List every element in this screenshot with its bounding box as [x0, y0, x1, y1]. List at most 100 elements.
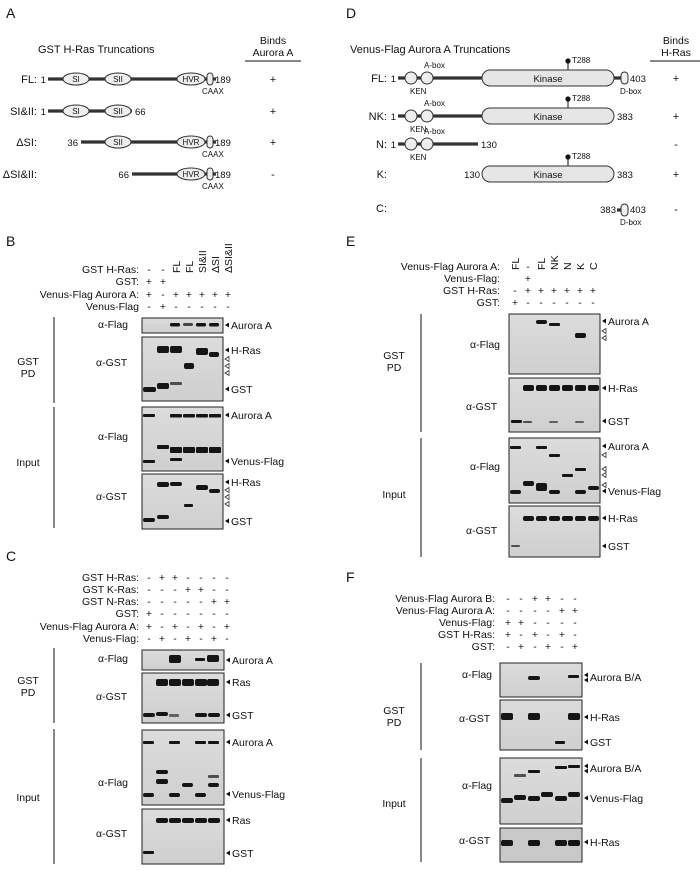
- band: [143, 414, 155, 417]
- domain-hvr: [176, 135, 206, 149]
- band: [536, 483, 547, 491]
- domain-si: [62, 72, 90, 86]
- cell: -: [160, 596, 164, 608]
- row-name: ΔSI&II:: [3, 169, 37, 181]
- arrow-icon: [225, 322, 229, 328]
- cell: -: [161, 289, 165, 301]
- arrow-icon: [226, 791, 230, 797]
- cell: -: [199, 608, 203, 620]
- cell: +: [172, 572, 178, 584]
- domain-si: [62, 104, 90, 118]
- row-name: K:: [377, 169, 387, 181]
- abox: [420, 109, 434, 123]
- cell: -: [147, 572, 151, 584]
- band: [196, 485, 208, 490]
- panel-c: C GST H-Ras: GST K-Ras: GST N-Ras: GST: …: [6, 548, 285, 865]
- band: [195, 741, 206, 744]
- band: [208, 775, 219, 778]
- lane-4: FL + -: [184, 261, 196, 313]
- cell: +: [572, 605, 578, 617]
- cell: -: [173, 633, 177, 645]
- cell: +: [172, 621, 178, 633]
- row-end: 383: [617, 170, 633, 181]
- binds-value: +: [673, 169, 679, 181]
- cell: -: [200, 301, 204, 313]
- antibody-label: α-GST: [96, 357, 128, 369]
- band-label: GST: [608, 416, 630, 428]
- arrow-icon: [225, 347, 229, 353]
- condition-label: GST H-Ras:: [443, 285, 500, 297]
- band: [157, 346, 169, 353]
- band: [528, 676, 540, 680]
- cell: -: [225, 584, 229, 596]
- band: [536, 320, 547, 324]
- cell: -: [526, 297, 530, 309]
- band: [157, 482, 169, 487]
- blot-pd-flag: [141, 649, 225, 671]
- arrow-icon: [584, 739, 588, 745]
- blot-input-flag: [499, 757, 583, 825]
- band: [501, 798, 513, 803]
- band: [143, 793, 154, 797]
- rotated-lane-label: FL: [510, 258, 522, 270]
- band: [170, 482, 182, 486]
- abox-label: A-box: [424, 99, 445, 108]
- arrow-icon: [602, 385, 606, 391]
- band-label: GST: [231, 384, 253, 396]
- band: [169, 655, 181, 663]
- gst-pd-label-1: GST: [17, 356, 39, 368]
- panel-b-label: B: [6, 233, 15, 249]
- open-arrow-icons: [224, 355, 230, 377]
- cell: -: [186, 608, 190, 620]
- cell: +: [505, 629, 511, 641]
- bands: [143, 323, 221, 522]
- kinase-label: Kinase: [533, 170, 562, 181]
- condition-label: Venus-Flag Aurora A:: [40, 621, 139, 633]
- band: [195, 818, 207, 823]
- cell: -: [213, 301, 217, 313]
- blot-input-gst: [508, 505, 601, 558]
- domain-label: HVR: [183, 138, 200, 147]
- cell: +: [525, 285, 531, 297]
- open-arrow-icons: [601, 451, 607, 489]
- cell: +: [212, 289, 218, 301]
- open-arrow-icon: [601, 481, 607, 489]
- cell: -: [560, 641, 564, 653]
- band: [555, 796, 567, 801]
- cell: -: [519, 629, 523, 641]
- cell: -: [147, 596, 151, 608]
- ken-label: KEN: [410, 153, 427, 162]
- band: [510, 490, 521, 494]
- row-end: 383: [617, 112, 633, 123]
- kinase-domain: [481, 165, 615, 183]
- band-label: H-Ras: [608, 513, 638, 525]
- band: [501, 840, 513, 846]
- band: [588, 516, 599, 521]
- condition-label: GST:: [116, 608, 139, 620]
- domain-hvr: [176, 72, 206, 86]
- domain-label: SII: [113, 75, 123, 84]
- row-name: ΔSI:: [16, 137, 37, 149]
- band: [209, 447, 221, 453]
- blot-input-flag: [141, 406, 224, 472]
- abox: [420, 71, 434, 85]
- row-start: 1: [391, 112, 396, 123]
- cell: +: [211, 596, 217, 608]
- panel-a-label: A: [6, 5, 16, 21]
- band: [182, 818, 194, 823]
- band: [183, 447, 195, 453]
- domain-sii: [104, 104, 132, 118]
- row-start: 66: [118, 170, 129, 181]
- arrow-icon: [225, 386, 229, 392]
- band: [511, 545, 520, 547]
- band: [568, 840, 580, 846]
- open-arrow-icons: [601, 327, 607, 342]
- arrow-icon: [584, 677, 588, 683]
- cell: +: [545, 593, 551, 605]
- cell: -: [573, 617, 577, 629]
- open-arrow-icon: [601, 471, 607, 479]
- caax-label: CAAX: [202, 150, 224, 159]
- cell: +: [551, 285, 557, 297]
- band: [195, 793, 206, 797]
- hras-row-si-sii: SI&II: 1 SI SII 66 +: [10, 104, 276, 118]
